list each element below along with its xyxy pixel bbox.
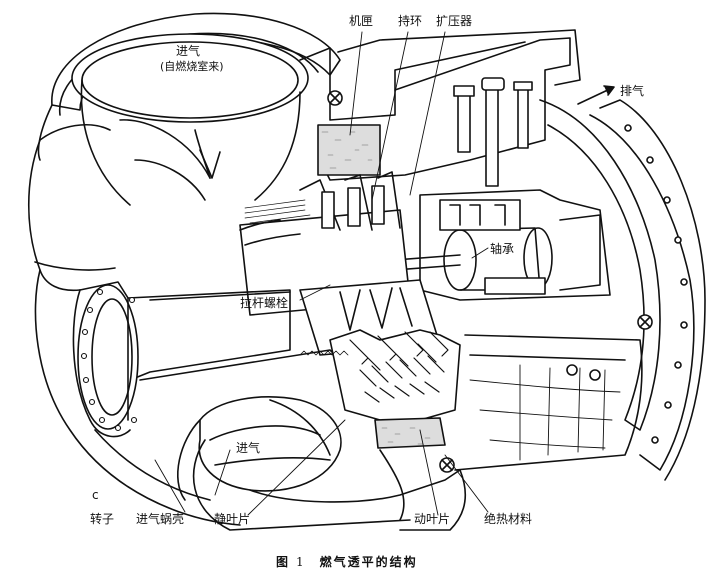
leader-lines: [154, 31, 489, 516]
label-casing: 机匣: [349, 14, 374, 28]
caption-number: 1: [296, 555, 306, 569]
label-rotor-blade: 动叶片: [414, 512, 451, 526]
intake-arrow: [194, 129, 211, 179]
caption-prefix: 图: [276, 555, 291, 569]
label-retaining-ring: 持环: [398, 14, 423, 28]
label-insulation: 绝热材料: [484, 512, 533, 526]
caption-title: 燃气透平的结构: [319, 555, 418, 569]
left-inlet-pipe: [72, 281, 351, 438]
label-rotor: 转子: [90, 512, 115, 526]
casing-body: [299, 29, 581, 187]
label-diffuser: 扩压器: [436, 14, 473, 28]
label-exhaust: 排气: [620, 84, 645, 98]
exhaust-casing: [454, 99, 706, 481]
label-stator-blade: 静叶片: [214, 512, 251, 526]
outer-lower-shell: [34, 269, 241, 526]
exhaust-arrow: [577, 85, 615, 105]
label-intake-top: 进气: [176, 44, 201, 58]
top-intake-volute: [27, 12, 341, 292]
label-tie-rod: 拉杆螺栓: [240, 296, 289, 310]
label-rotor-marker: c: [92, 488, 99, 502]
label-intake-top-note: (自燃烧室来): [160, 60, 224, 73]
label-intake-bottom: 进气: [236, 441, 261, 455]
bearing-housing: [419, 189, 611, 301]
lower-blade-rows: [299, 329, 461, 449]
label-inlet-volute: 进气蜗壳: [136, 512, 185, 526]
label-bearing: 轴承: [490, 242, 515, 256]
